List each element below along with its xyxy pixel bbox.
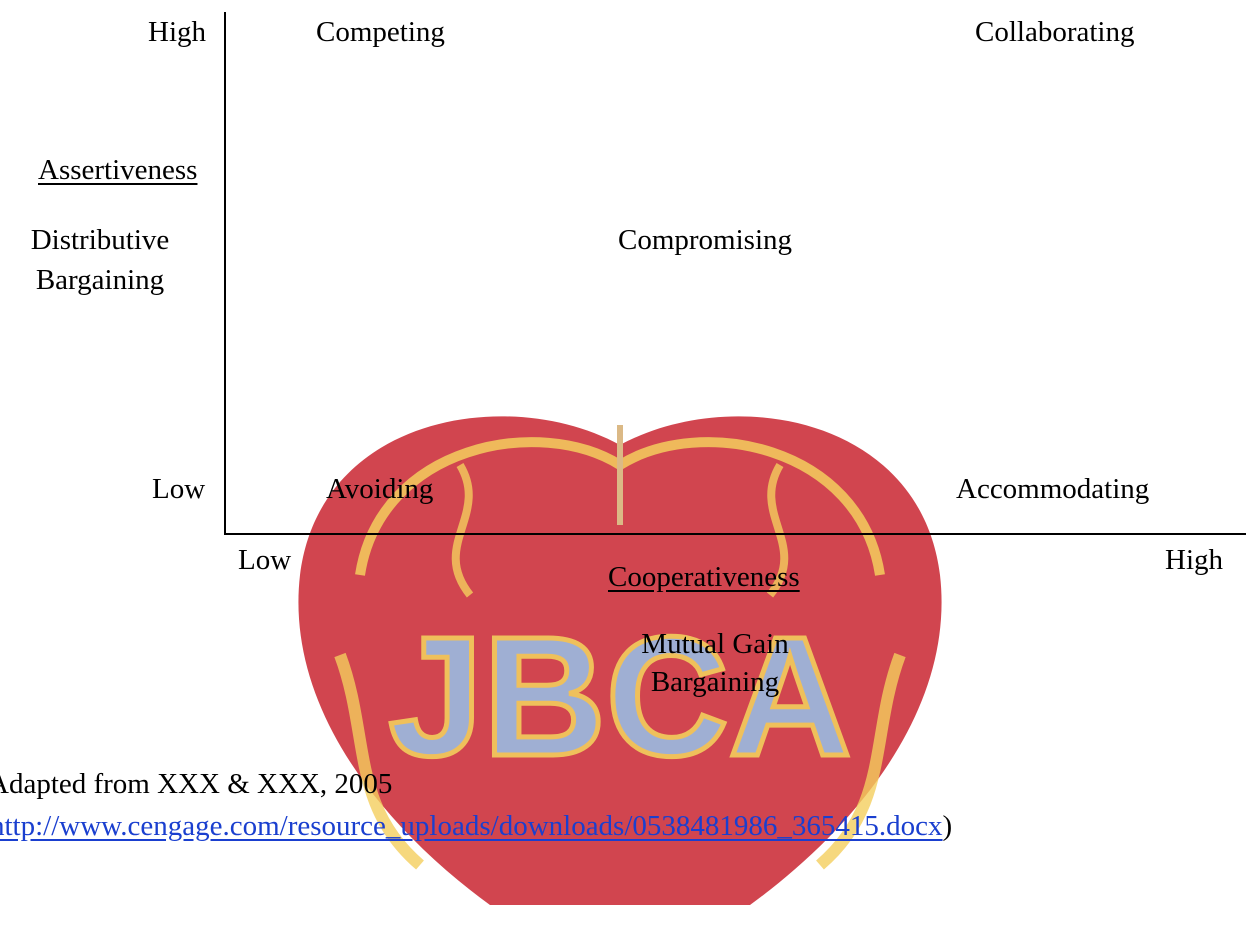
citation-link[interactable]: http://www.cengage.com/resource_uploads/… — [0, 810, 943, 842]
style-avoiding: Avoiding — [326, 473, 434, 505]
citation-line: Adapted from XXX & XXX, 2005 — [0, 768, 393, 800]
style-collaborating: Collaborating — [975, 16, 1135, 48]
y-axis-low-label: Low — [152, 473, 206, 505]
y-axis-high-label: High — [148, 16, 206, 48]
y-axis-title: Assertiveness — [38, 154, 198, 186]
x-axis-subtitle-line2: Bargaining — [650, 666, 780, 698]
x-axis-subtitle-line1: Mutual Gain — [641, 628, 789, 660]
citation-link-suffix: ) — [942, 810, 953, 842]
x-axis-title: Cooperativeness — [608, 561, 800, 593]
citation-reference: http://www.cengage.com/resource_uploads/… — [0, 809, 952, 843]
style-compromising: Compromising — [618, 224, 793, 256]
x-axis-low-label: Low — [238, 544, 292, 576]
x-axis-line — [224, 533, 1246, 535]
style-accommodating: Accommodating — [956, 473, 1150, 505]
watermark-text: JBCA — [389, 602, 852, 792]
watermark-ornament — [298, 416, 942, 905]
jbca-watermark-logo: JBCA — [298, 416, 942, 905]
y-axis-line — [224, 12, 226, 535]
style-competing: Competing — [316, 16, 445, 48]
y-axis-subtitle-line2: Bargaining — [35, 264, 165, 296]
y-axis-subtitle-line1: Distributive — [30, 224, 170, 256]
x-axis-high-label: High — [1165, 544, 1223, 576]
